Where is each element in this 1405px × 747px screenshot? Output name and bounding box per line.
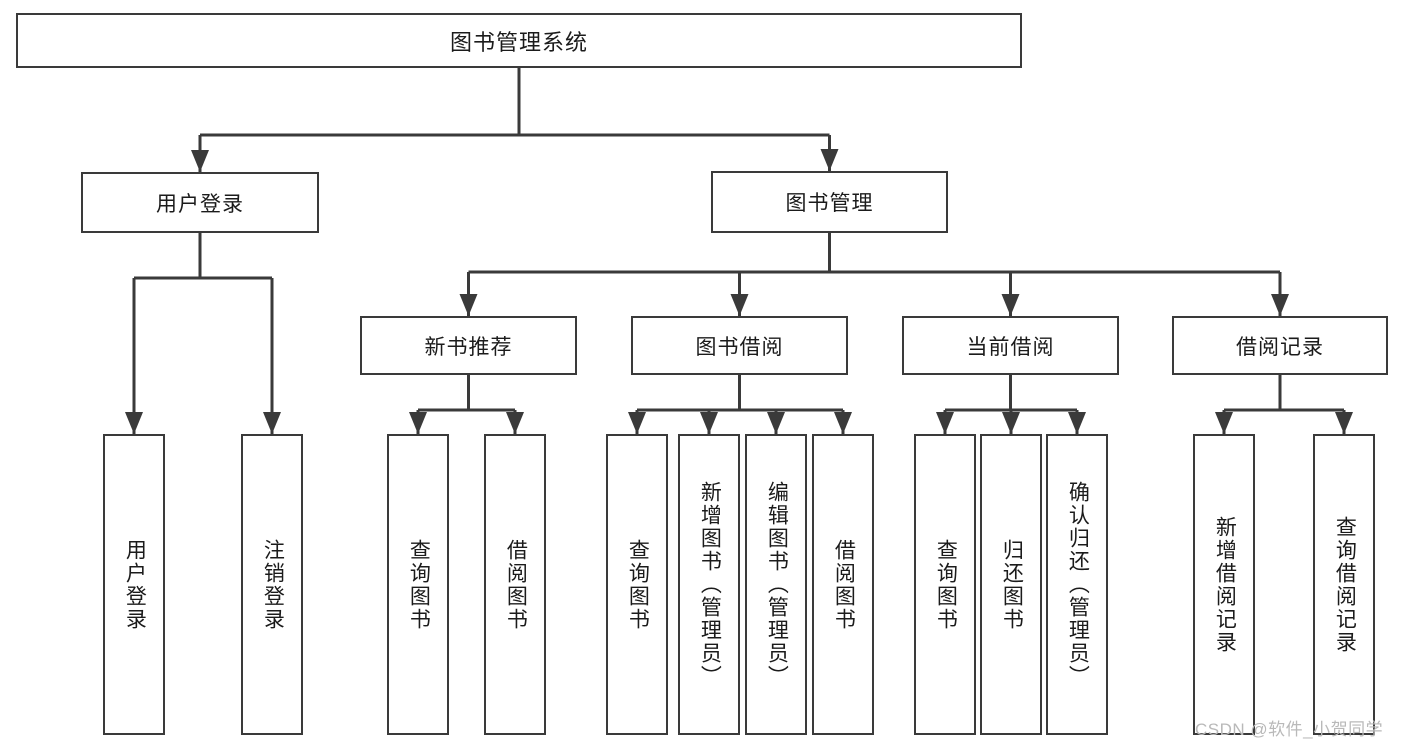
- arrowhead: [834, 412, 852, 434]
- node-borrow[interactable]: 图书借阅: [631, 316, 848, 375]
- node-label: 图书管理系统: [449, 29, 588, 55]
- arrowhead: [125, 412, 143, 434]
- node-label: 当前借阅: [966, 335, 1055, 359]
- node-l-bb-add[interactable]: 新增图书（管理员）: [678, 434, 740, 735]
- node-label: 图书管理: [785, 192, 874, 215]
- node-l-bb-edit[interactable]: 编辑图书（管理员）: [745, 434, 807, 735]
- node-label: 新增图书（管理员）: [698, 481, 722, 688]
- arrowhead: [1001, 294, 1020, 316]
- arrowhead: [820, 149, 839, 171]
- node-l-cb-query[interactable]: 查询图书: [914, 434, 976, 735]
- node-label: 确认归还（管理员）: [1066, 481, 1090, 688]
- node-l-bb-query[interactable]: 查询图书: [606, 434, 668, 735]
- node-l-login[interactable]: 用户登录: [103, 434, 165, 735]
- node-records[interactable]: 借阅记录: [1172, 316, 1388, 375]
- arrowhead: [700, 412, 718, 434]
- arrowhead: [191, 150, 209, 172]
- node-root[interactable]: 图书管理系统: [16, 13, 1022, 68]
- node-l-logout[interactable]: 注销登录: [241, 434, 303, 735]
- node-current[interactable]: 当前借阅: [902, 316, 1119, 375]
- arrowhead: [263, 412, 281, 434]
- node-label: 用户登录: [123, 538, 147, 631]
- arrowhead: [1215, 412, 1233, 434]
- node-l-nb-borrow[interactable]: 借阅图书: [484, 434, 546, 735]
- node-label: 查询图书: [407, 538, 431, 631]
- arrowhead: [628, 412, 646, 434]
- arrowhead: [409, 412, 427, 434]
- node-label: 编辑图书（管理员）: [765, 481, 789, 688]
- node-label: 查询借阅记录: [1333, 515, 1357, 654]
- node-l-rc-add[interactable]: 新增借阅记录: [1193, 434, 1255, 735]
- arrowhead: [506, 412, 524, 434]
- node-label: 新增借阅记录: [1213, 515, 1237, 654]
- arrowhead: [767, 412, 785, 434]
- node-l-cb-confirm[interactable]: 确认归还（管理员）: [1046, 434, 1108, 735]
- arrowhead: [1271, 294, 1289, 316]
- node-l-rc-query[interactable]: 查询借阅记录: [1313, 434, 1375, 735]
- node-label: 借阅记录: [1236, 335, 1324, 359]
- node-label: 查询图书: [934, 538, 958, 631]
- node-l-bb-lend[interactable]: 借阅图书: [812, 434, 874, 735]
- watermark: CSDN @软件_小贺同学: [1195, 720, 1384, 739]
- arrowhead: [1002, 412, 1020, 434]
- arrowhead: [1335, 412, 1353, 434]
- node-label: 借阅图书: [832, 538, 856, 631]
- arrowhead: [730, 294, 749, 316]
- node-l-cb-return[interactable]: 归还图书: [980, 434, 1042, 735]
- node-newbook[interactable]: 新书推荐: [360, 316, 577, 375]
- node-label: 用户登录: [156, 192, 244, 216]
- arrowhead: [936, 412, 954, 434]
- node-login[interactable]: 用户登录: [81, 172, 319, 233]
- node-label: 归还图书: [1000, 538, 1024, 631]
- arrowhead: [1068, 412, 1086, 434]
- node-label: 借阅图书: [504, 538, 528, 631]
- node-label: 图书借阅: [695, 335, 784, 359]
- node-label: 注销登录: [261, 538, 285, 631]
- node-label: 查询图书: [626, 538, 650, 631]
- node-label: 新书推荐: [424, 335, 513, 359]
- arrowhead: [459, 294, 478, 316]
- node-l-nb-query[interactable]: 查询图书: [387, 434, 449, 735]
- node-bookmgmt[interactable]: 图书管理: [711, 171, 948, 233]
